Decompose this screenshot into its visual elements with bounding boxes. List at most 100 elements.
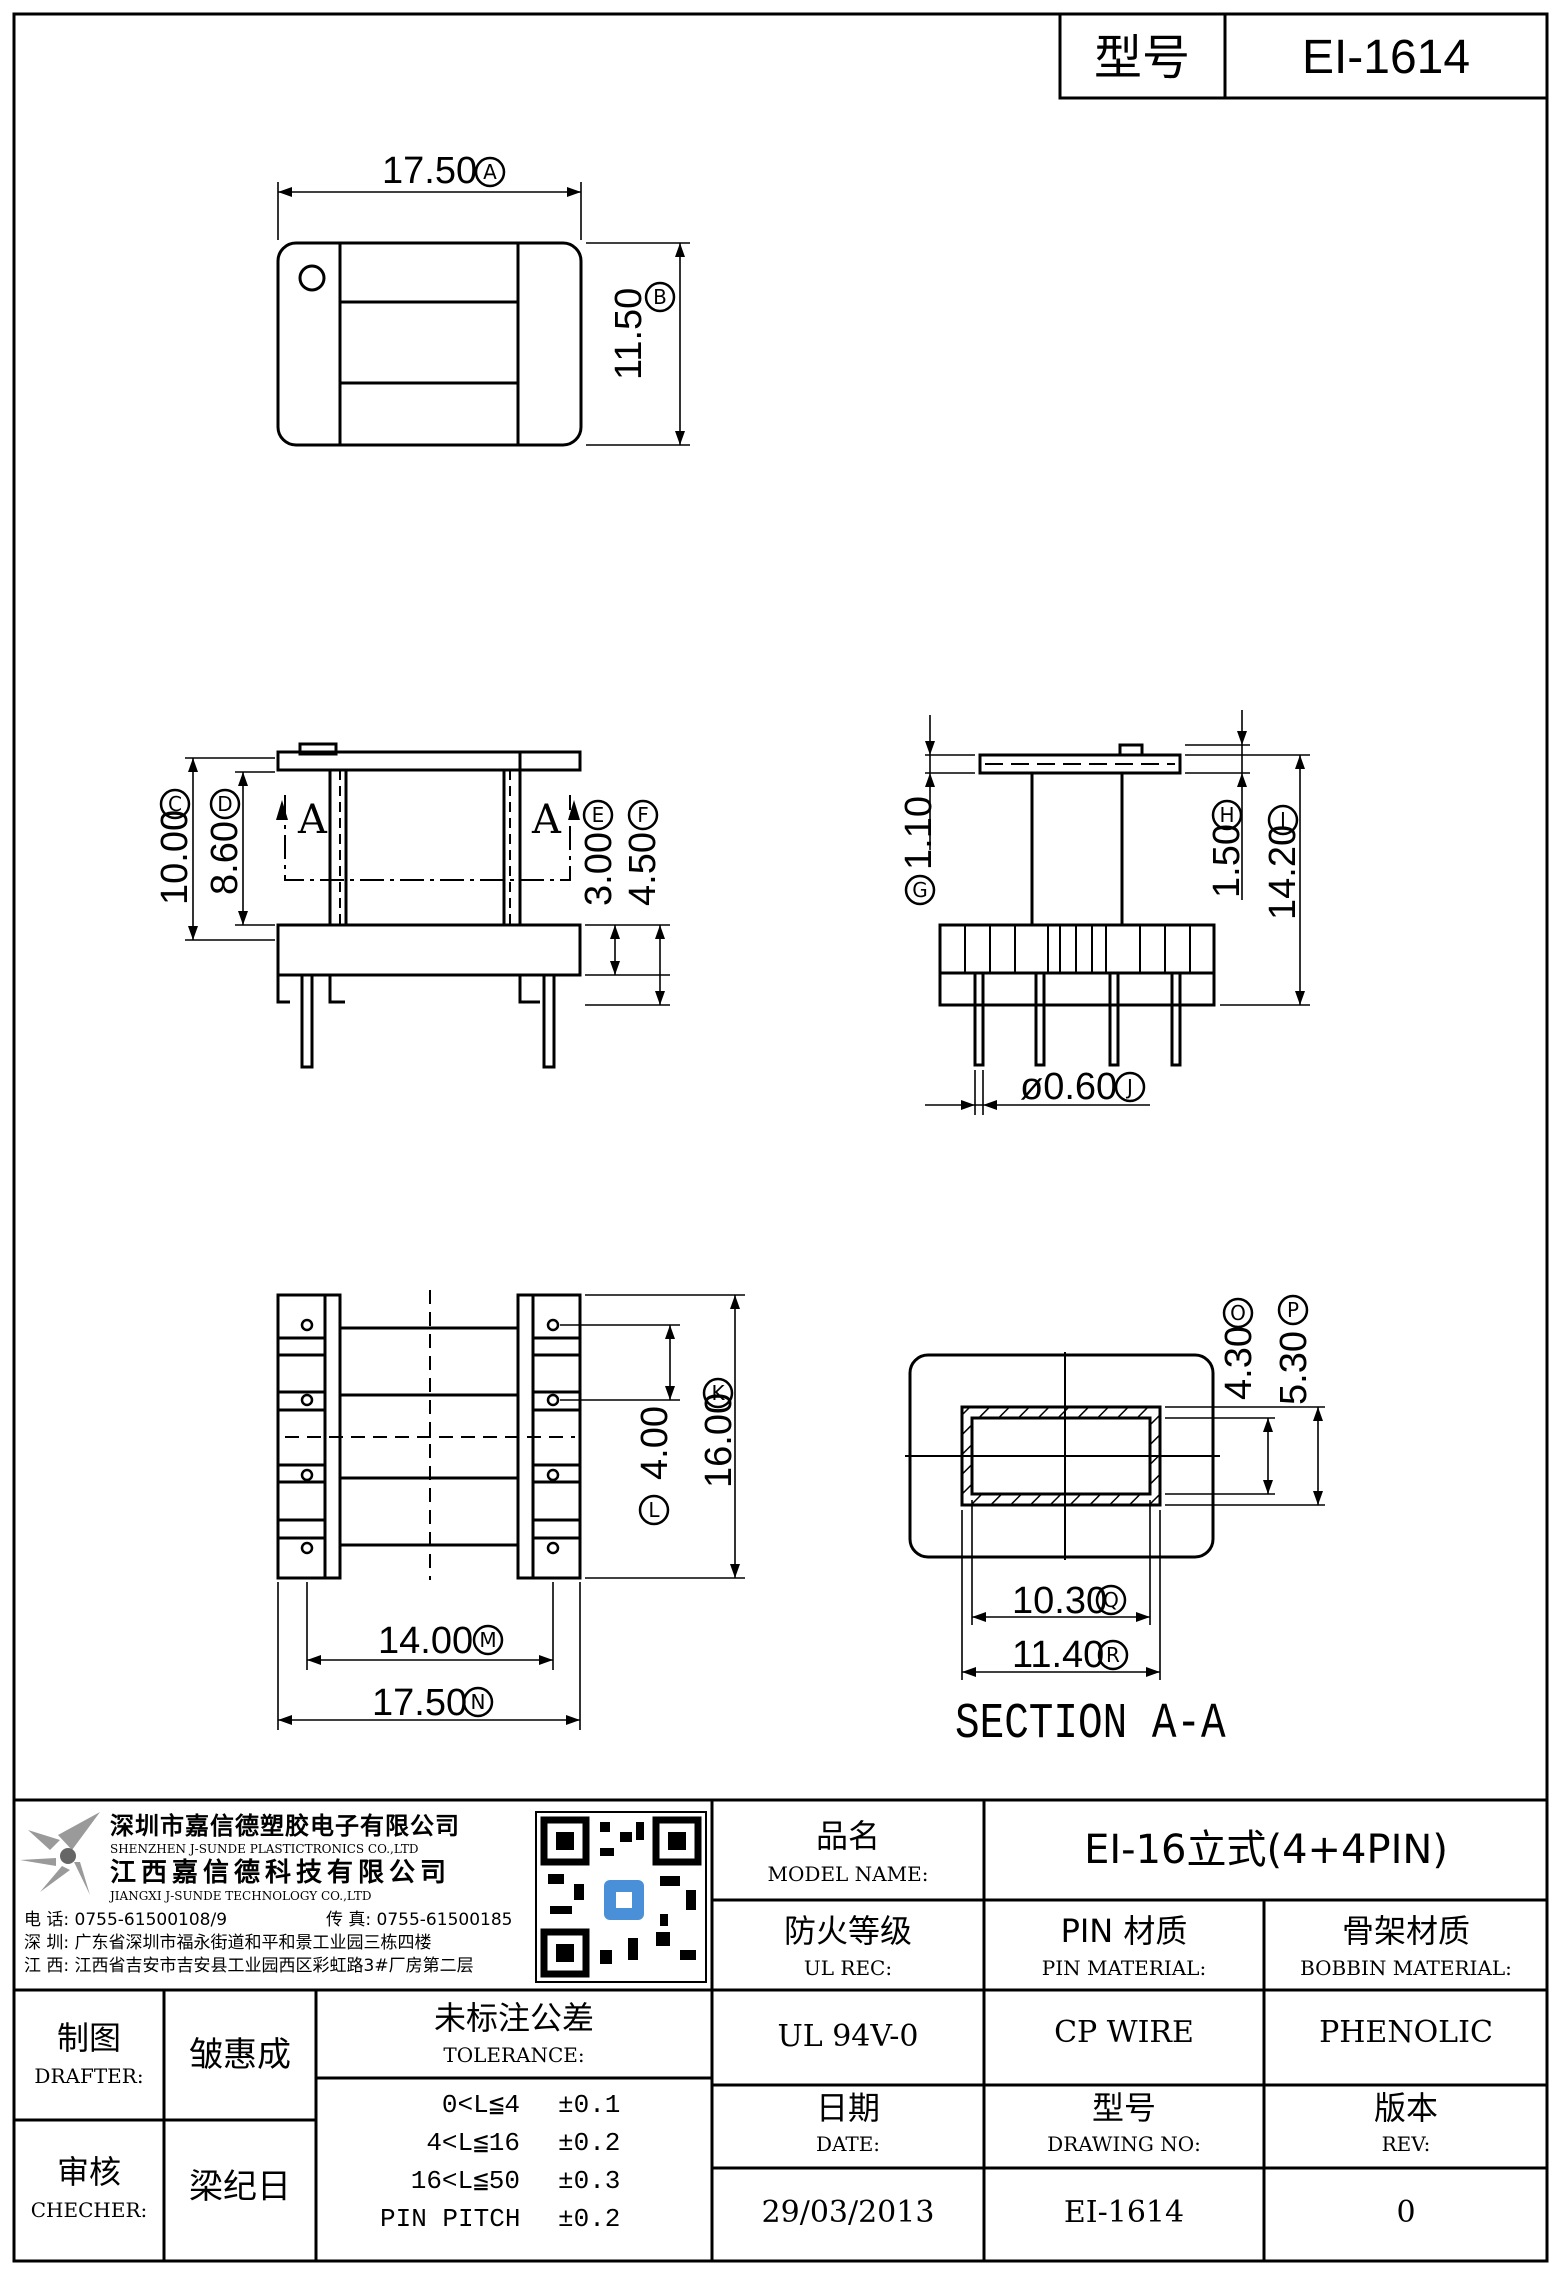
- dim-m-value: 14.00: [378, 1620, 474, 1662]
- company-name-en-2: JIANGXI J-SUNDE TECHNOLOGY CO.,LTD: [110, 1889, 372, 1903]
- bottom-view-pins: [300, 1318, 560, 1555]
- front-view-arrows: [188, 758, 665, 1005]
- tolerance-range: 16<L≦50: [410, 2166, 520, 2196]
- bottom-view-arrows: [278, 1295, 740, 1725]
- top-view-arrows: [278, 187, 685, 445]
- checker-label-en: CHECHER:: [30, 2198, 148, 2222]
- date-label-en: DATE:: [815, 2132, 881, 2156]
- tolerance-range: 0<L≦4: [441, 2090, 520, 2120]
- drawing-no-label-cn: 型号: [1091, 2089, 1156, 2127]
- section-view-centerlines: [905, 1352, 1220, 1560]
- marker-f: F: [637, 803, 649, 827]
- dim-h-value: 1.50: [1206, 824, 1248, 898]
- marker-l: L: [648, 1498, 660, 1522]
- marker-b: B: [653, 285, 667, 309]
- marker-j: J: [1127, 1075, 1133, 1099]
- section-view-arrows: [962, 1407, 1323, 1677]
- marker-q: Q: [1103, 1588, 1119, 1612]
- dim-q-value: 10.30: [1012, 1580, 1108, 1622]
- drawing-no-value: EI-1614: [1063, 2195, 1185, 2230]
- marker-r: R: [1106, 1643, 1120, 1667]
- header-model-box: [1058, 12, 1549, 100]
- company-address-jiangxi: 江 西: 江西省吉安市吉安县工业园西区彩虹路3#厂房第二层: [24, 1956, 474, 1976]
- side-view-flutes: [964, 925, 1191, 973]
- model-name-label-cn: 品名: [815, 1817, 880, 1855]
- dim-g-value: 1.10: [898, 796, 940, 870]
- tolerance-range: 4<L≦16: [426, 2128, 520, 2158]
- bobbin-material-label-en: BOBBIN MATERIAL:: [1300, 1956, 1512, 1980]
- section-mark-right: A: [532, 797, 561, 843]
- model-name-value: EI-16立式(4+4PIN): [1084, 1827, 1448, 1873]
- front-view-dashes: [284, 770, 571, 925]
- dim-o-value: 4.30: [1218, 1326, 1260, 1400]
- ul-label-en: UL REC:: [803, 1956, 893, 1980]
- tolerance-value: ±0.2: [558, 2204, 621, 2234]
- date-value: 29/03/2013: [761, 2195, 935, 2230]
- marker-a: A: [483, 160, 497, 184]
- tolerance-label-cn: 未标注公差: [433, 1999, 594, 2037]
- checker-label-cn: 审核: [56, 2153, 121, 2191]
- header-model-label: 型号: [1093, 30, 1190, 86]
- side-view: [938, 743, 1216, 1067]
- marker-d: D: [217, 792, 233, 816]
- dim-d-value: 8.60: [204, 821, 246, 895]
- marker-o: O: [1230, 1301, 1246, 1325]
- pin-material-value: CP WIRE: [1054, 2015, 1194, 2050]
- qr-code-image: [535, 1811, 707, 1983]
- drafter-name: 皱惠成: [189, 2035, 291, 2075]
- drafter-label-cn: 制图: [56, 2019, 121, 2057]
- company-name-cn-1: 深圳市嘉信德塑胶电子有限公司: [110, 1812, 460, 1840]
- top-view-dims: [277, 182, 690, 446]
- dim-a-value: 17.50: [382, 150, 478, 192]
- tolerance-value: ±0.3: [558, 2166, 621, 2196]
- date-label-cn: 日期: [815, 2089, 880, 2127]
- sheet-border: [12, 12, 1549, 2263]
- marker-m: M: [479, 1628, 497, 1652]
- header-model-value: EI-1614: [1301, 31, 1471, 84]
- tolerance-value: ±0.2: [558, 2128, 621, 2158]
- dim-n-value: 17.50: [372, 1682, 468, 1724]
- company-name-cn-2: 江西嘉信德科技有限公司: [110, 1858, 452, 1888]
- bobbin-material-value: PHENOLIC: [1319, 2015, 1493, 2050]
- dim-j-value: ø0.60: [1020, 1066, 1118, 1108]
- tolerance-range: PIN PITCH: [380, 2204, 521, 2234]
- drawing-no-label-en: DRAWING NO:: [1047, 2132, 1201, 2156]
- marker-h: H: [1219, 803, 1235, 827]
- marker-k: K: [711, 1381, 725, 1405]
- section-label: SECTION A-A: [955, 1696, 1226, 1753]
- dim-r-value: 11.40: [1012, 1634, 1105, 1676]
- company-name-en-1: SHENZHEN J-SUNDE PLASTICTRONICS CO.,LTD: [110, 1842, 419, 1856]
- rev-value: 0: [1396, 2195, 1416, 2230]
- ul-label-cn: 防火等级: [783, 1912, 912, 1950]
- pin1-mark: [298, 264, 326, 292]
- tolerance-label-en: TOLERANCE:: [443, 2043, 585, 2067]
- dim-f-value: 4.50: [622, 832, 664, 906]
- marker-e: E: [591, 803, 605, 827]
- bottom-view: [276, 1293, 582, 1580]
- bottom-view-dims: [277, 1294, 745, 1730]
- side-view-arrows: [925, 731, 1305, 1110]
- marker-i: I: [1280, 808, 1286, 832]
- marker-c: C: [168, 792, 182, 816]
- marker-g: G: [912, 878, 928, 902]
- drafter-label-en: DRAFTER:: [34, 2064, 144, 2088]
- company-fax: 传 真: 0755-61500185: [326, 1910, 513, 1930]
- company-address-shenzhen: 深 圳: 广东省深圳市福永街道和平和景工业园三栋四楼: [24, 1933, 432, 1953]
- company-logo-image: [20, 1812, 100, 1895]
- ul-value: UL 94V-0: [777, 2019, 919, 2054]
- dim-b-value: 11.50: [608, 287, 650, 380]
- bottom-view-dashes: [285, 1290, 575, 1580]
- marker-p: P: [1286, 1298, 1300, 1322]
- dim-l-value: 4.00: [634, 1406, 676, 1480]
- dim-k-value: 16.00: [698, 1392, 740, 1488]
- pin-material-label-cn: PIN 材质: [1060, 1912, 1188, 1950]
- dimension-markers: [159, 156, 1309, 1718]
- checker-name: 梁纪日: [189, 2167, 291, 2207]
- section-mark-left: A: [298, 797, 327, 843]
- marker-n: N: [470, 1690, 486, 1714]
- top-view: [276, 241, 583, 447]
- model-name-label-en: MODEL NAME:: [767, 1862, 929, 1886]
- front-view: [276, 742, 582, 1069]
- pin-material-label-en: PIN MATERIAL:: [1041, 1956, 1207, 1980]
